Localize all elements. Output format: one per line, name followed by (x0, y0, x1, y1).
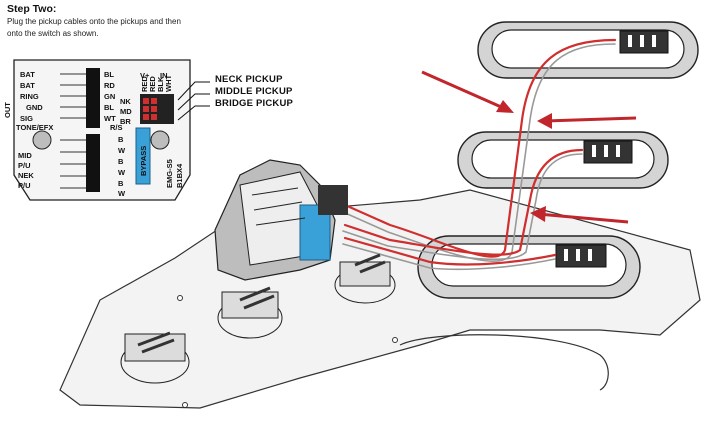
label-in: IN (160, 71, 168, 80)
callout-middle-pickup: MIDDLE PICKUP (215, 86, 293, 97)
screw-hole (392, 337, 398, 343)
screw-hole (182, 402, 188, 408)
label-v-plus: V+ (140, 71, 150, 80)
pin-w-1: W (118, 146, 126, 155)
label-model: EMG-S5 (165, 159, 174, 188)
label-tone-efx: TONE/EFX (16, 123, 53, 132)
label-bat-1: BAT (20, 70, 35, 79)
middle-cable-white (342, 153, 583, 261)
switch-row-br: BR (120, 117, 131, 126)
pickup-header (318, 185, 348, 215)
arrow-middle-head (537, 113, 552, 129)
label-nek: NEK (18, 171, 34, 180)
mount-hole (150, 130, 170, 150)
bypass-connector (135, 127, 151, 185)
bridge-cable-red (343, 236, 557, 266)
neck-cable-red (343, 38, 617, 258)
bridge-cable-white (342, 243, 556, 271)
callout-leaders (177, 81, 210, 121)
switch-col-blk: BLK (156, 76, 165, 92)
switch-col-wht: WHT (164, 75, 173, 92)
pot-tone-1 (217, 286, 283, 339)
step-title: Step Two: (7, 3, 57, 15)
middle-pickup (457, 131, 669, 189)
pin-w-2: W (118, 168, 126, 177)
pin-b-2: B (118, 157, 124, 166)
label-rs: R/S (110, 123, 123, 132)
wire-code-wt: WT (104, 114, 116, 123)
pickguard-cutout (399, 334, 609, 391)
switch-row-md: MD (120, 107, 132, 116)
neck-pickup (477, 21, 699, 79)
mount-hole (32, 130, 52, 150)
label-pu-2: P/U (18, 181, 31, 190)
pickup-cables (342, 38, 617, 271)
header-pins (86, 68, 100, 192)
arrow-bridge (537, 212, 629, 224)
switch-col-red-2: RED (148, 76, 157, 92)
label-ring: RING (20, 92, 39, 101)
pin-w-3: W (118, 189, 126, 198)
arrow-bridge-head (530, 206, 546, 222)
switch-row-nk: NK (120, 97, 131, 106)
callout-neck-pickup: NECK PICKUP (215, 74, 283, 85)
step-description: Plug the pickup cables onto the pickups … (7, 17, 181, 38)
arrow-neck-head (496, 100, 514, 113)
switch-col-red-1: RED (140, 76, 149, 92)
label-sig: SIG (20, 114, 33, 123)
pointer-arrows (421, 70, 637, 224)
callout-bridge-pickup: BRIDGE PICKUP (215, 98, 294, 109)
wire-code-bl-2: BL (104, 103, 114, 112)
switch-assembly (214, 159, 348, 281)
label-out: OUT (3, 102, 12, 118)
wire-code-rd: RD (104, 81, 115, 90)
screw-hole (177, 295, 183, 301)
label-pu-1: P/U (18, 161, 31, 170)
pin-b-3: B (118, 179, 124, 188)
board-inset: BAT BAT RING GND SIG TONE/EFX MID P/U NE… (3, 59, 191, 201)
arrow-middle (544, 116, 637, 123)
middle-cable-red (343, 148, 584, 256)
label-gnd: GND (26, 103, 43, 112)
label-mid: MID (18, 151, 32, 160)
label-bypass: BYPASS (139, 146, 148, 176)
arrow-neck (421, 70, 509, 112)
wire-code-bl-1: BL (104, 70, 114, 79)
wire-code-gn: GN (104, 92, 115, 101)
pot-volume (334, 253, 396, 304)
pot-tone-2 (120, 331, 190, 384)
pin-b-1: B (118, 135, 124, 144)
label-bat-2: BAT (20, 81, 35, 90)
label-part: B1BX4 (175, 163, 184, 188)
